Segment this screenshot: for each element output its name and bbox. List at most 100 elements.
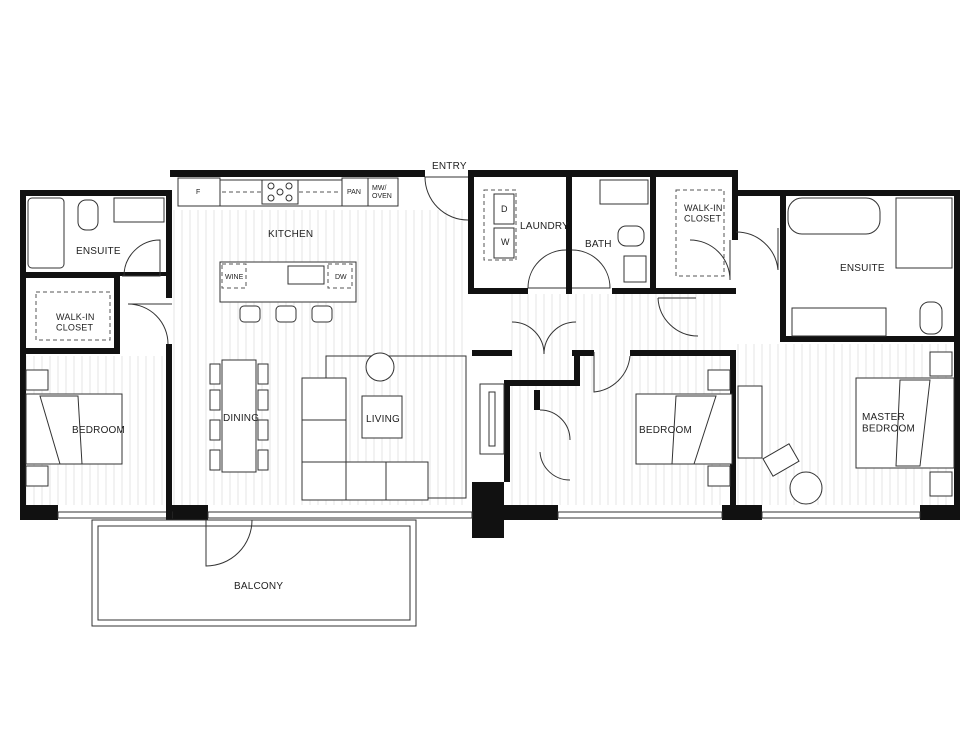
fridge [177, 177, 221, 207]
washer [493, 227, 515, 259]
wall-bath-right [650, 170, 656, 294]
window-bottom-living [207, 511, 473, 519]
label-washer: W [501, 237, 510, 247]
wall-ensuite-door-top [120, 272, 166, 276]
wall-top-right-ensuite [736, 190, 960, 196]
right-vanity [791, 307, 887, 337]
wall-kitchen-left-lower [166, 344, 172, 520]
left-walkin-shelving [35, 291, 111, 341]
island-sink [287, 265, 325, 285]
center-bedroom-furniture [635, 369, 763, 487]
right-walkin-shelving [675, 189, 725, 277]
wall-ensuite-right-bottom [780, 336, 960, 342]
window-bottom-bedroom [557, 511, 723, 519]
sofa-bottom [301, 461, 429, 501]
pantry [341, 177, 369, 207]
column-bottom-center [504, 505, 558, 520]
wall-walkin-left-right [114, 272, 120, 354]
wall-closet-mid [534, 390, 540, 410]
label-entry: ENTRY [432, 161, 467, 172]
left-ensuite-fixtures [27, 197, 165, 269]
fixture-labels: F PAN MW/OVEN WINE DW D W [196, 185, 510, 281]
wall-hall-center-left [472, 350, 512, 356]
dining-table [221, 359, 257, 473]
kitchen-counter [177, 177, 399, 323]
wall-kitchen-left-upper [166, 190, 172, 298]
label-dishwasher: DW [335, 274, 347, 281]
column-center [472, 482, 504, 538]
left-bedroom-furniture [25, 369, 123, 487]
lounge-chair [365, 352, 395, 382]
wall-laundry-bath-divider [566, 170, 572, 294]
bath-vanity [623, 255, 647, 283]
label-bedroom-center: BEDROOM [639, 425, 692, 436]
label-kitchen: KITCHEN [268, 229, 313, 240]
mw-oven [367, 177, 399, 207]
label-mw-oven: MW/OVEN [372, 185, 392, 200]
doors [122, 176, 779, 567]
label-ensuite-right: ENSUITE [840, 263, 885, 274]
label-wine: WINE [225, 274, 244, 281]
window-bottom-left [57, 511, 173, 519]
wall-hall-center-mid [572, 350, 594, 356]
label-ensuite-left: ENSUITE [76, 246, 121, 257]
wall-walkin-right-top [656, 170, 736, 176]
master-chair [789, 471, 823, 505]
wall-right [954, 190, 960, 520]
label-pantry: PAN [347, 189, 361, 196]
wall-top-kitchen [170, 170, 425, 177]
dryer [493, 193, 515, 225]
label-bath: BATH [585, 239, 612, 250]
cooktop [261, 179, 299, 205]
wall-bedroom-top [630, 350, 736, 356]
master-bedroom-furniture [762, 351, 955, 505]
wall-closet-top [504, 380, 580, 386]
label-fridge: F [196, 189, 200, 196]
wall-walkin-left-bottom [20, 348, 120, 354]
island-stools [239, 305, 333, 323]
wall-top-laundry-bath [468, 170, 736, 177]
label-dining: DINING [223, 413, 259, 424]
right-ensuite-fixtures [787, 197, 953, 337]
bath-fixtures [599, 179, 649, 283]
left-toilet [77, 199, 99, 231]
room-labels: ENTRY KITCHEN LAUNDRY BATH ENSUITE ENSUI… [56, 161, 915, 592]
column-bottom-left [20, 505, 58, 520]
left-vanity [113, 197, 165, 223]
label-laundry: LAUNDRY [520, 221, 569, 232]
right-toilet [919, 301, 943, 335]
wall-ensuite-bottom-left [20, 272, 120, 278]
master-ottoman [762, 443, 800, 477]
column-bottom-far-right [920, 505, 960, 520]
right-bathtub [787, 197, 881, 235]
right-shower [895, 197, 953, 269]
bath-toilet [617, 225, 645, 247]
wall-ensuite-right-left [780, 190, 786, 340]
wall-bedroom-master-divider [730, 350, 736, 520]
left-bathtub [27, 197, 65, 269]
wall-walkin-right-right [732, 170, 738, 240]
label-bedroom-left: BEDROOM [72, 425, 125, 436]
laundry-machines [483, 189, 517, 261]
balcony [91, 519, 417, 627]
wall-hall-stub [574, 350, 580, 386]
column-bottom-right [722, 505, 762, 520]
window-bottom-master [761, 511, 921, 519]
label-balcony: BALCONY [234, 581, 283, 592]
wall-laundry-bottom [468, 288, 528, 294]
living-furniture [301, 352, 505, 501]
column-bottom-kitchen [172, 505, 208, 520]
center-desk [737, 385, 763, 459]
wall-walkin-right-bottom [656, 288, 736, 294]
floor-texture [25, 210, 947, 505]
wall-closet-left [504, 380, 510, 482]
wall-laundry-left [468, 170, 474, 294]
label-living: LIVING [366, 414, 400, 425]
walls [20, 170, 960, 538]
wall-bath-bottom [612, 288, 656, 294]
